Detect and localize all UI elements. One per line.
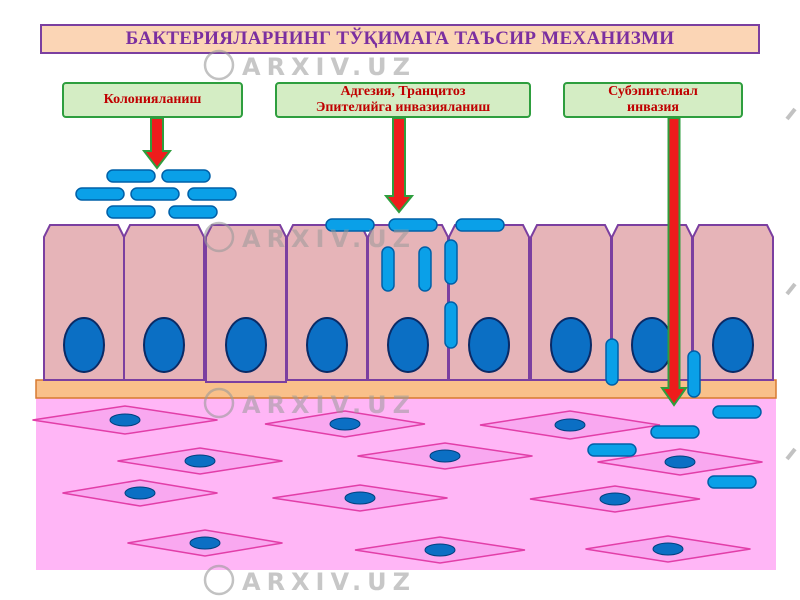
bacterium (388, 218, 438, 232)
watermark: ARXIV.UZ (203, 49, 416, 81)
stage-label-subepithelial-line1: Субэпителиал (608, 84, 698, 99)
stage-label-subepithelial-invasion: Субэпителиал инвазия (563, 82, 743, 118)
bacterium (712, 405, 762, 419)
fibroblast-nucleus (109, 413, 141, 427)
arrow-group (141, 117, 688, 407)
stage-label-subepithelial-line2: инвазия (627, 100, 679, 115)
cell-nucleus (712, 317, 754, 373)
watermark-logo-icon (203, 221, 235, 253)
bacterium (707, 475, 757, 489)
bacterium (161, 169, 211, 183)
watermark-logo-icon (203, 49, 235, 81)
bacterium (444, 301, 458, 349)
watermark-fragment-icon (785, 107, 797, 121)
bacterium (687, 350, 701, 398)
fibroblast-nucleus (554, 418, 586, 432)
bacteria-group (75, 169, 762, 489)
stage-label-adhesion-transcytosis: Адгезия, Транцитоз Эпителийга инвазиялан… (275, 82, 531, 118)
watermark-logo-icon (203, 387, 235, 419)
fibroblast-nucleus (424, 543, 456, 557)
bacterium (418, 246, 432, 292)
down-arrow-icon (141, 117, 173, 170)
watermark-fragment-icon (785, 282, 797, 296)
fibroblast-nucleus (329, 417, 361, 431)
cell-nucleus (63, 317, 105, 373)
stage-label-colonization-text: Колонияланиш (103, 92, 202, 107)
watermark: ARXIV.UZ (203, 387, 416, 419)
cell-nucleus (468, 317, 510, 373)
bacterium (106, 205, 156, 219)
watermark-text: ARXIV.UZ (242, 53, 416, 81)
watermark-text: ARXIV.UZ (242, 391, 416, 419)
down-arrow-icon (383, 117, 415, 214)
fibroblast-nucleus (189, 536, 221, 550)
bacterium (587, 443, 637, 457)
fibroblast-group (32, 405, 763, 564)
watermark-fragment-icon (785, 447, 797, 461)
cell-nucleus (225, 317, 267, 373)
cell-nucleus (550, 317, 592, 373)
watermark-text: ARXIV.UZ (242, 568, 416, 596)
fibroblast-nucleus (599, 492, 631, 506)
cell-nucleus (143, 317, 185, 373)
bacterium (444, 239, 458, 285)
watermark-group: ARXIV.UZ ARXIV.UZ ARXIV.UZ ARXIV.UZ (203, 49, 797, 596)
cell-nucleus (306, 317, 348, 373)
stage-label-adhesion-line1: Адгезия, Транцитоз (340, 84, 466, 99)
bacterium (650, 425, 700, 439)
fibroblast-nucleus (124, 486, 156, 500)
diagram-title: БАКТЕРИЯЛАРНИНГ ТЎҚИМАГА ТАЪСИР МЕХАНИЗМ… (40, 24, 760, 54)
stage-label-adhesion-line2: Эпителийга инвазияланиш (315, 100, 491, 115)
fibroblast-nucleus (652, 542, 684, 556)
bacterium (106, 169, 156, 183)
bacterium (455, 218, 505, 232)
watermark: ARXIV.UZ (203, 221, 416, 253)
bacterium (187, 187, 237, 201)
bacterium (605, 338, 619, 386)
watermark-text: ARXIV.UZ (242, 225, 416, 253)
fibroblast-nucleus (429, 449, 461, 463)
fibroblast-nucleus (664, 455, 696, 469)
bacterium (325, 218, 375, 232)
down-arrow-icon (660, 117, 688, 407)
fibroblast-nucleus (344, 491, 376, 505)
cell-nucleus (387, 317, 429, 373)
bacterium (381, 246, 395, 292)
cell-nucleus (631, 317, 673, 373)
fibroblast-nucleus (184, 454, 216, 468)
watermark: ARXIV.UZ (203, 564, 416, 596)
bacterium (130, 187, 180, 201)
bacterium (168, 205, 218, 219)
bacterium (75, 187, 125, 201)
watermark-logo-icon (203, 564, 235, 596)
